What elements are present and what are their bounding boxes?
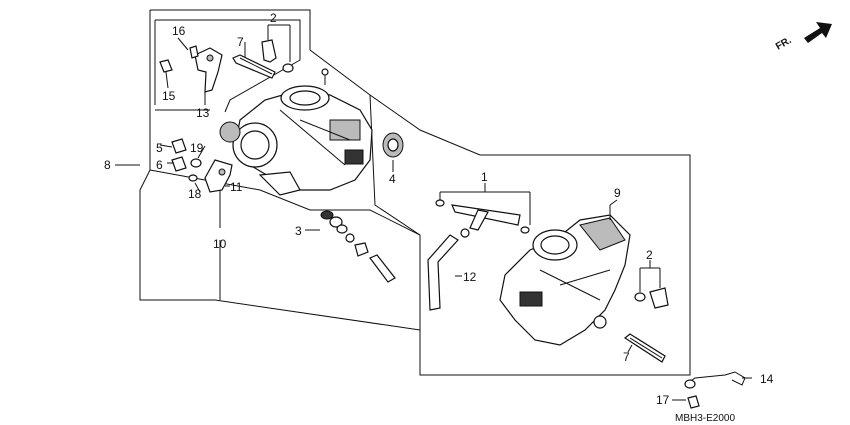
- callout-3: 3: [295, 224, 302, 238]
- callout-7-lower: 7: [623, 350, 630, 364]
- callout-5: 5: [156, 141, 163, 155]
- callout-2-upper: 2: [270, 11, 277, 25]
- callout-18: 18: [188, 187, 202, 201]
- part-19-washer: [190, 158, 202, 168]
- front-arrow-icon: [804, 22, 832, 43]
- callout-17: 17: [656, 393, 670, 407]
- part-5-screw: [159, 138, 187, 154]
- group-frame-lines: [115, 9, 691, 376]
- callout-12: 12: [463, 270, 477, 284]
- callout-15: 15: [162, 89, 176, 103]
- part-2-fitting-upper: [261, 24, 294, 73]
- callout-7-upper: 7: [237, 35, 244, 49]
- callout-9: 9: [614, 186, 621, 200]
- part-18-washer: [188, 174, 198, 182]
- front-direction-indicator: FR.: [774, 22, 832, 53]
- callout-4: 4: [389, 172, 396, 186]
- callout-2-lower: 2: [646, 248, 653, 262]
- callout-10: 10: [213, 237, 227, 251]
- callout-13: 13: [196, 106, 210, 120]
- part-12-hose: [427, 234, 459, 311]
- part-13-bracket: [189, 45, 223, 93]
- callout-labels: 2 16 7 15 13 5 19 8 6 11 18 4 1 9 3 10 2…: [104, 11, 774, 407]
- part-7-bolt-lower: [623, 333, 666, 363]
- part-2-fitting-lower: [634, 267, 669, 309]
- front-label: FR.: [774, 35, 794, 53]
- part-17-screw: [687, 395, 700, 409]
- part-9-lower-carburetor: [499, 205, 631, 346]
- callout-19: 19: [190, 141, 204, 155]
- leader-lines: [165, 37, 752, 401]
- upper-carburetor-assembly: [219, 68, 373, 196]
- callout-8: 8: [104, 158, 111, 172]
- part-1-t-joint: [435, 191, 531, 238]
- part-14-clip: [684, 371, 746, 389]
- part-11-bracket: [204, 159, 233, 193]
- callout-14: 14: [760, 372, 774, 386]
- part-15-screw: [159, 59, 173, 73]
- part-4-spring: [382, 132, 404, 168]
- callout-11: 11: [230, 180, 243, 194]
- diagram-code: MBH3-E2000: [675, 413, 735, 424]
- part-7-bolt-upper: [232, 54, 276, 79]
- callout-6: 6: [156, 158, 163, 172]
- part-3-needle-set: [320, 210, 396, 283]
- callout-1: 1: [481, 170, 488, 184]
- part-6-screw: [171, 156, 187, 172]
- callout-16: 16: [172, 24, 186, 38]
